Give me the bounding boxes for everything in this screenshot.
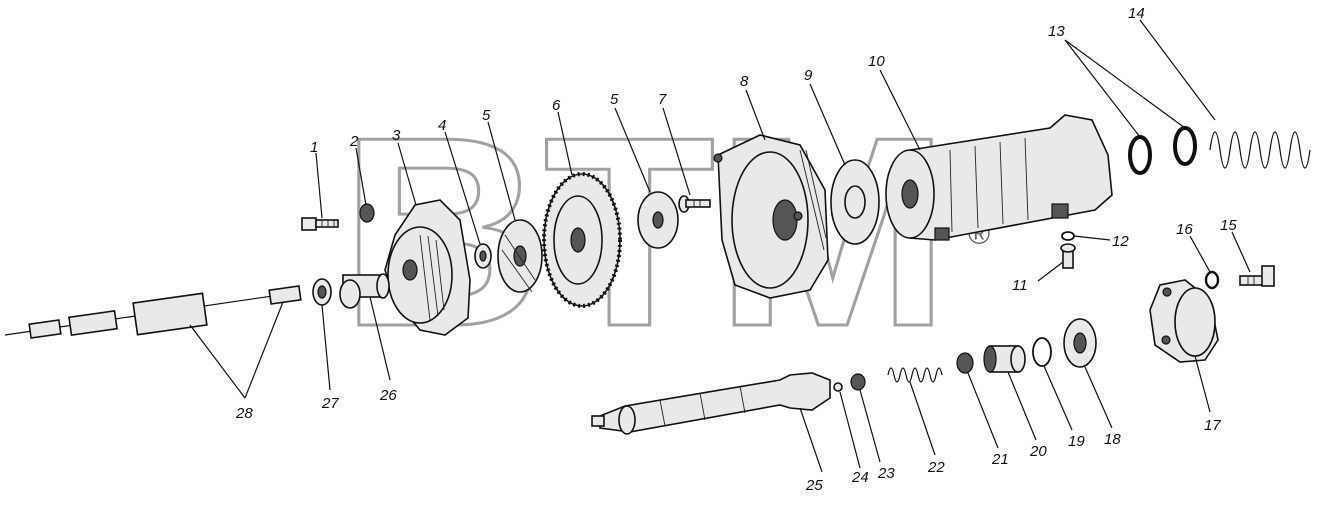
part-1-bolt bbox=[301, 217, 339, 231]
part-7-screw bbox=[678, 195, 711, 213]
callout-11: 11 bbox=[1012, 277, 1028, 294]
callout-16: 16 bbox=[1176, 221, 1193, 238]
callout-26: 26 bbox=[379, 387, 397, 404]
part-18-bearing bbox=[1063, 318, 1097, 368]
part-13-o-rings bbox=[1128, 126, 1197, 175]
callout-25: 25 bbox=[805, 477, 823, 494]
callout-24: 24 bbox=[851, 469, 869, 486]
callout-17: 17 bbox=[1204, 417, 1221, 434]
part-16-lock-washer bbox=[1204, 270, 1220, 290]
part-3-front-cover bbox=[384, 199, 471, 336]
callout-4: 4 bbox=[438, 117, 446, 134]
callout-28: 28 bbox=[235, 405, 253, 422]
callout-13: 13 bbox=[1048, 23, 1065, 40]
callout-12: 12 bbox=[1112, 233, 1129, 250]
part-8-housing bbox=[713, 134, 829, 299]
callout-6: 6 bbox=[552, 97, 561, 114]
part-14-spring bbox=[1209, 131, 1311, 169]
callout-5: 5 bbox=[482, 107, 491, 124]
part-6-large-gear bbox=[542, 172, 622, 308]
callout-27: 27 bbox=[321, 395, 339, 412]
part-25-shaft bbox=[591, 372, 831, 435]
part-17-end-cover bbox=[1149, 279, 1219, 363]
part-10-motor-body bbox=[885, 114, 1113, 241]
callout-2: 2 bbox=[349, 133, 359, 150]
part-11-screw bbox=[1060, 243, 1076, 269]
part-28-drive-shaft bbox=[4, 285, 302, 339]
callout-5-second: 5 bbox=[610, 91, 619, 108]
part-12-ring bbox=[1061, 231, 1075, 241]
part-5-second-gear-disc bbox=[637, 191, 679, 249]
part-2-lock-washer bbox=[359, 203, 375, 223]
callout-7: 7 bbox=[658, 91, 667, 108]
part-20-bushing bbox=[983, 345, 1026, 373]
callout-20: 20 bbox=[1029, 443, 1047, 460]
callout-19: 19 bbox=[1068, 433, 1085, 450]
callout-15: 15 bbox=[1220, 217, 1237, 234]
callout-labels: 1 2 3 4 5 6 5 7 8 9 10 13 14 12 11 16 15… bbox=[235, 5, 1237, 494]
callout-8: 8 bbox=[740, 73, 749, 90]
callout-21: 21 bbox=[991, 451, 1009, 468]
part-24-ball bbox=[833, 382, 843, 392]
callout-3: 3 bbox=[392, 127, 401, 144]
part-22-spring bbox=[887, 367, 943, 383]
callout-22: 22 bbox=[927, 459, 945, 476]
part-27-nut bbox=[312, 278, 332, 306]
callout-18: 18 bbox=[1104, 431, 1121, 448]
part-19-ring bbox=[1032, 337, 1052, 367]
part-9-gasket bbox=[830, 159, 880, 245]
part-4-washer bbox=[474, 243, 492, 269]
callout-10: 10 bbox=[868, 53, 885, 70]
callout-23: 23 bbox=[877, 465, 895, 482]
callout-1: 1 bbox=[310, 139, 318, 156]
leader-lines bbox=[189, 19, 1251, 473]
part-15-bolt bbox=[1239, 265, 1275, 287]
part-5-gear-disc bbox=[497, 219, 543, 293]
part-23-nut bbox=[850, 373, 866, 391]
callout-14: 14 bbox=[1128, 5, 1145, 22]
callout-9: 9 bbox=[804, 67, 813, 84]
part-26-coupling bbox=[339, 273, 390, 309]
part-21-nut bbox=[956, 352, 974, 374]
